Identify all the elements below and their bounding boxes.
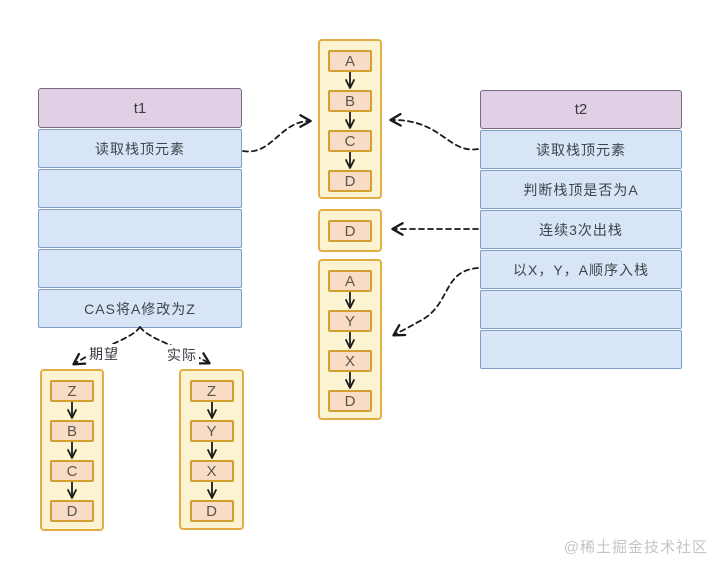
branch-label-expected: 期望 — [87, 344, 121, 364]
t2-row-push: 以X，Y，A顺序入栈 — [480, 250, 682, 289]
t2-header: t2 — [480, 90, 682, 129]
stack-item: A — [328, 270, 372, 292]
stack-item: X — [189, 460, 234, 482]
down-arrow-icon — [206, 402, 217, 419]
connector-t2-push-to-after-push-stack — [392, 267, 479, 337]
stack-item: B — [50, 420, 94, 442]
stack-item: C — [328, 130, 372, 152]
stack-item: B — [328, 90, 372, 112]
down-arrow-icon — [345, 112, 355, 129]
t2-row-empty-1 — [480, 290, 682, 329]
stack-item: D — [189, 500, 234, 522]
down-arrow-icon — [67, 402, 77, 419]
stack-popped-top: D — [318, 209, 382, 252]
down-arrow-icon — [345, 332, 355, 349]
stack-item: X — [328, 350, 372, 372]
t1-row-empty-1 — [38, 169, 242, 208]
stack-expected: Z B C D — [40, 369, 104, 531]
down-arrow-icon — [206, 442, 217, 459]
connector-t1-read-to-initial-stack — [242, 114, 312, 153]
stack-item: D — [50, 500, 94, 522]
watermark: @稀土掘金技术社区 — [563, 539, 708, 556]
stack-item: Z — [50, 380, 94, 402]
t2-row-pop3: 连续3次出栈 — [480, 210, 682, 249]
t2-row-empty-2 — [480, 330, 682, 369]
down-arrow-icon — [206, 482, 217, 499]
thread-table-t1: t1 读取栈顶元素 CAS将A修改为Z — [38, 88, 242, 328]
t2-title: t2 — [574, 101, 588, 118]
down-arrow-icon — [67, 482, 77, 499]
t1-row-empty-3 — [38, 249, 242, 288]
t1-row-empty-2 — [38, 209, 242, 248]
t1-header: t1 — [38, 88, 242, 128]
stack-item: D — [328, 390, 372, 412]
stack-actual: Z Y X D — [179, 369, 244, 530]
down-arrow-icon — [67, 442, 77, 459]
stack-item: C — [50, 460, 94, 482]
down-arrow-icon — [345, 152, 355, 169]
stack-item: D — [328, 220, 372, 242]
t1-row-cas: CAS将A修改为Z — [38, 289, 242, 328]
stack-item: Y — [189, 420, 234, 442]
thread-table-t2: t2 读取栈顶元素 判断栈顶是否为A 连续3次出栈 以X，Y，A顺序入栈 — [480, 90, 682, 369]
t2-row-check-top: 判断栈顶是否为A — [480, 170, 682, 209]
down-arrow-icon — [345, 372, 355, 389]
branch-label-actual: 实际 — [165, 345, 199, 365]
stack-item: D — [328, 170, 372, 192]
stack-item: Z — [189, 380, 234, 402]
stack-initial: A B C D — [318, 39, 382, 199]
t2-row-read-top: 读取栈顶元素 — [480, 130, 682, 169]
down-arrow-icon — [345, 292, 355, 309]
connector-t2-read-to-initial-stack — [389, 112, 479, 151]
stack-after-push: A Y X D — [318, 259, 382, 420]
stack-item: A — [328, 50, 372, 72]
stack-item: Y — [328, 310, 372, 332]
t1-row-read-top: 读取栈顶元素 — [38, 129, 242, 168]
t1-title: t1 — [133, 99, 147, 117]
down-arrow-icon — [345, 72, 355, 89]
